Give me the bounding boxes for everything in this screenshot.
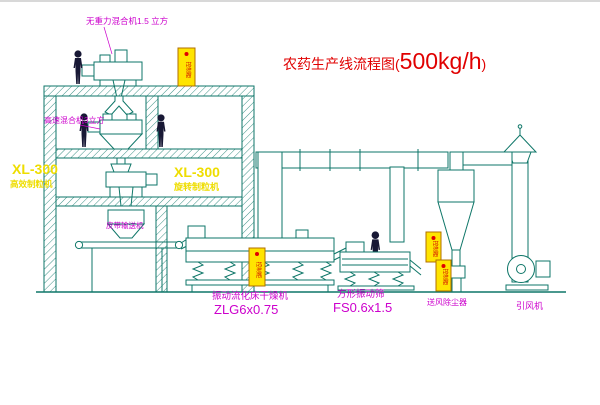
label-dryer-name: 振动流化床干燥机 [212,290,289,302]
labels: 无重力混合机1.5 立方 农药生产线流程图(500kg/h) 高速混合机3立方 … [10,16,543,317]
label-dust-collector: 送风除尘器 [427,297,467,307]
indicator-light-icon [441,264,446,268]
label-granulator-mid-name: 旋转制粒机 [173,181,219,192]
exhaust-stack [502,124,538,283]
control-cabinet [177,47,196,87]
indicator-light-icon [255,252,259,256]
leader-line [79,124,101,130]
hopper-and-belt-conveyor [74,209,198,292]
indicator-light-icon [431,236,436,240]
label-high-speed-mixer: 高速混合机3立方 [44,115,104,125]
cabinet-label: 控制柜 [185,62,193,79]
cabinet-label: 控制柜 [442,269,450,286]
rotary-granulator [105,158,158,207]
label-sieve-model: FS0.6x1.5 [333,300,392,315]
exhaust-ducts [255,149,449,243]
label-top-mixer: 无重力混合机1.5 立方 [86,16,168,26]
indicator-light-icon [184,52,189,56]
label-belt-conveyor: 皮带输送机 [106,220,144,230]
control-cabinet [248,247,266,287]
high-speed-mixer [87,113,144,150]
control-cabinet [435,259,452,292]
y-chute [104,95,134,116]
worker-figure [73,50,83,84]
label-granulator-left-name: 高效制粒机 [10,179,53,189]
leader-line [103,26,113,55]
control-cabinets [177,47,452,292]
label-granulator-left-model: XL-300 [12,161,58,177]
label-dryer-model: ZLG6x0.75 [214,302,278,317]
cabinet-label: 控制柜 [255,262,263,279]
label-granulator-mid-model: XL-300 [174,164,220,180]
control-cabinet [425,231,442,263]
label-sieve-name: 方形振动筛 [337,288,385,300]
induced-draft-fan [505,255,551,291]
gravity-mixer [81,49,143,99]
cabinet-label: 控制柜 [432,241,440,258]
diagram-title: 农药生产线流程图(500kg/h) [283,48,486,74]
vibrating-sieve [337,241,422,291]
label-fan: 引风机 [516,300,543,311]
